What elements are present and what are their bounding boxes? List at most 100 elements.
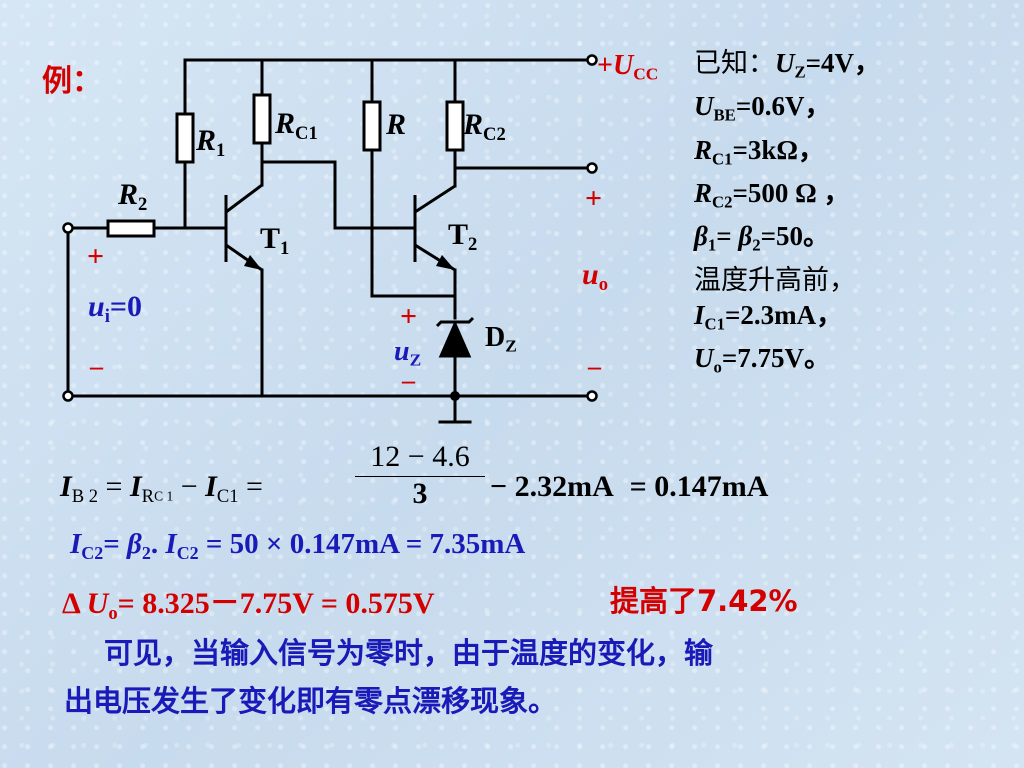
- ui-minus: –: [90, 352, 103, 381]
- uz-minus: –: [402, 366, 415, 395]
- r1-var: R: [196, 124, 217, 157]
- equation-ib2: IB 2 = IRC 1 − IC1 =: [60, 470, 263, 508]
- rc1-var: R: [275, 107, 296, 140]
- dz-var: D: [485, 322, 506, 353]
- given-uz-sub: Z: [794, 62, 806, 82]
- given-uo-sub: o: [713, 357, 722, 377]
- vcc-terminal: [586, 54, 598, 66]
- vcc-sub: CC: [633, 64, 659, 84]
- resistor-r2: [106, 219, 156, 238]
- given-uo-var: U: [694, 343, 714, 374]
- r-label: R: [386, 108, 406, 142]
- ui-var: u: [88, 290, 105, 323]
- given-beta2: β: [738, 221, 753, 252]
- eq1-lhs-var: I: [60, 470, 72, 503]
- given-uz-val: =4V，: [805, 48, 882, 78]
- dz-label: DZ: [485, 322, 517, 357]
- ui-label: ui=0: [88, 290, 142, 328]
- zener-diode: [435, 316, 475, 358]
- eq2-beta-sub: 2: [141, 542, 151, 563]
- eq2-dot: .: [150, 528, 159, 560]
- t2-emitter-arrow: [436, 255, 455, 270]
- given-line-2: UBE=0.6V，: [694, 89, 881, 132]
- given-ic1-sub: C1: [704, 314, 725, 334]
- given-ube-sub: BE: [713, 105, 736, 125]
- t2-label: T2: [448, 218, 477, 256]
- t1-sub: 1: [280, 237, 290, 259]
- ui-plus: +: [87, 240, 105, 273]
- uo-var: u: [582, 258, 599, 291]
- t2-var: T: [448, 218, 469, 251]
- eq2-beta: β: [127, 528, 142, 560]
- ground-node-dot: [450, 391, 460, 401]
- r2-sub: 2: [138, 193, 148, 215]
- eq2-sub2: C2: [176, 542, 199, 563]
- given-line-7: IC1=2.3mA，: [694, 298, 881, 341]
- uo-label: uo: [582, 258, 608, 296]
- eq1-term2-sub: C1: [216, 485, 239, 507]
- eq1-tail: − 2.32mA = 0.147mA: [490, 470, 768, 504]
- given-beta2-sub: 2: [752, 235, 761, 255]
- rc1-label: RC1: [275, 107, 318, 145]
- given-beta-eq: =: [716, 221, 739, 252]
- r1-label: R1: [196, 124, 225, 162]
- vcc-label: +UCC: [597, 50, 658, 85]
- t2-sub: 2: [468, 233, 478, 255]
- uz-sub: Z: [409, 350, 422, 370]
- given-rc1-sub: C1: [712, 149, 733, 169]
- given-uz-var: U: [775, 48, 795, 78]
- eq3-rest: = 8.325－7.75V = 0.575V: [117, 587, 435, 620]
- conclusion-line-1: 可见，当输入信号为零时，由于温度的变化，输: [104, 636, 714, 670]
- given-ic1-val: =2.3mA，: [724, 299, 844, 330]
- conclusion-line-2: 出电压发生了变化即有零点漂移现象。: [64, 684, 558, 718]
- r1-sub: 1: [216, 139, 226, 161]
- eq1-equals: =: [105, 470, 123, 503]
- eq1-denominator: 3: [412, 477, 428, 510]
- eq2-var2: I: [165, 528, 177, 560]
- eq3-sub: o: [108, 602, 118, 624]
- r2-var: R: [118, 178, 139, 211]
- given-beta1: β: [694, 221, 708, 252]
- given-line-6: 温度升高前，: [694, 264, 856, 296]
- t1-emitter-arrow: [244, 255, 262, 270]
- uo-sub: o: [598, 273, 608, 295]
- r2-label: R2: [118, 178, 147, 216]
- eq1-fraction: 12 − 4.6 3: [355, 440, 485, 511]
- eq3-note: 提高了7.42%: [610, 584, 798, 618]
- eq1-tail-term: − 2.32mA: [490, 470, 613, 503]
- eq1-equals-2: =: [246, 470, 263, 503]
- given-ube-val: =0.6V，: [735, 91, 832, 122]
- equation-ic2: IC2= β2. IC2 = 50 × 0.147mA = 7.35mA: [70, 528, 525, 564]
- eq1-numerator: 12 − 4.6: [355, 440, 485, 477]
- eq2-sub: C2: [81, 542, 104, 563]
- ui-suffix: =0: [109, 290, 142, 323]
- given-rc2-var: R: [694, 178, 713, 209]
- given-line-4: RC2=500 Ω ，: [694, 176, 881, 219]
- resistor-rc1: [252, 93, 272, 145]
- eq1-result: = 0.147mA: [629, 470, 769, 503]
- given-rc2-sub: C2: [712, 192, 733, 212]
- given-line-8: Uo=7.75V。: [694, 341, 881, 384]
- eq3-var: U: [86, 587, 109, 620]
- rc2-var: R: [463, 108, 484, 141]
- given-known-prefix: 已知：: [694, 48, 775, 79]
- eq1-minus: −: [180, 470, 198, 503]
- eq3-delta: Δ: [62, 587, 87, 620]
- output-bottom-terminal: [586, 390, 598, 402]
- given-beta1-sub: 1: [707, 235, 717, 255]
- eq2-equals: =: [103, 528, 120, 560]
- vcc-sign: +: [597, 50, 613, 81]
- eq2-var: I: [70, 528, 82, 560]
- eq1-term1-sub-var: R: [141, 485, 155, 507]
- given-line-5: β1= β2=50。: [694, 219, 881, 262]
- transistor-t1: [224, 183, 263, 272]
- dz-sub: Z: [505, 336, 517, 356]
- eq2-rest: = 50 × 0.147mA = 7.35mA: [198, 528, 526, 560]
- resistor-r: [362, 100, 382, 152]
- uo-minus: –: [588, 352, 601, 381]
- given-block: 已知：UZ=4V， UBE=0.6V， RC1=3kΩ， RC2=500 Ω ，…: [694, 46, 881, 384]
- given-ube-var: U: [694, 91, 714, 122]
- uz-plus: +: [400, 300, 418, 333]
- rc2-sub: C2: [483, 123, 506, 145]
